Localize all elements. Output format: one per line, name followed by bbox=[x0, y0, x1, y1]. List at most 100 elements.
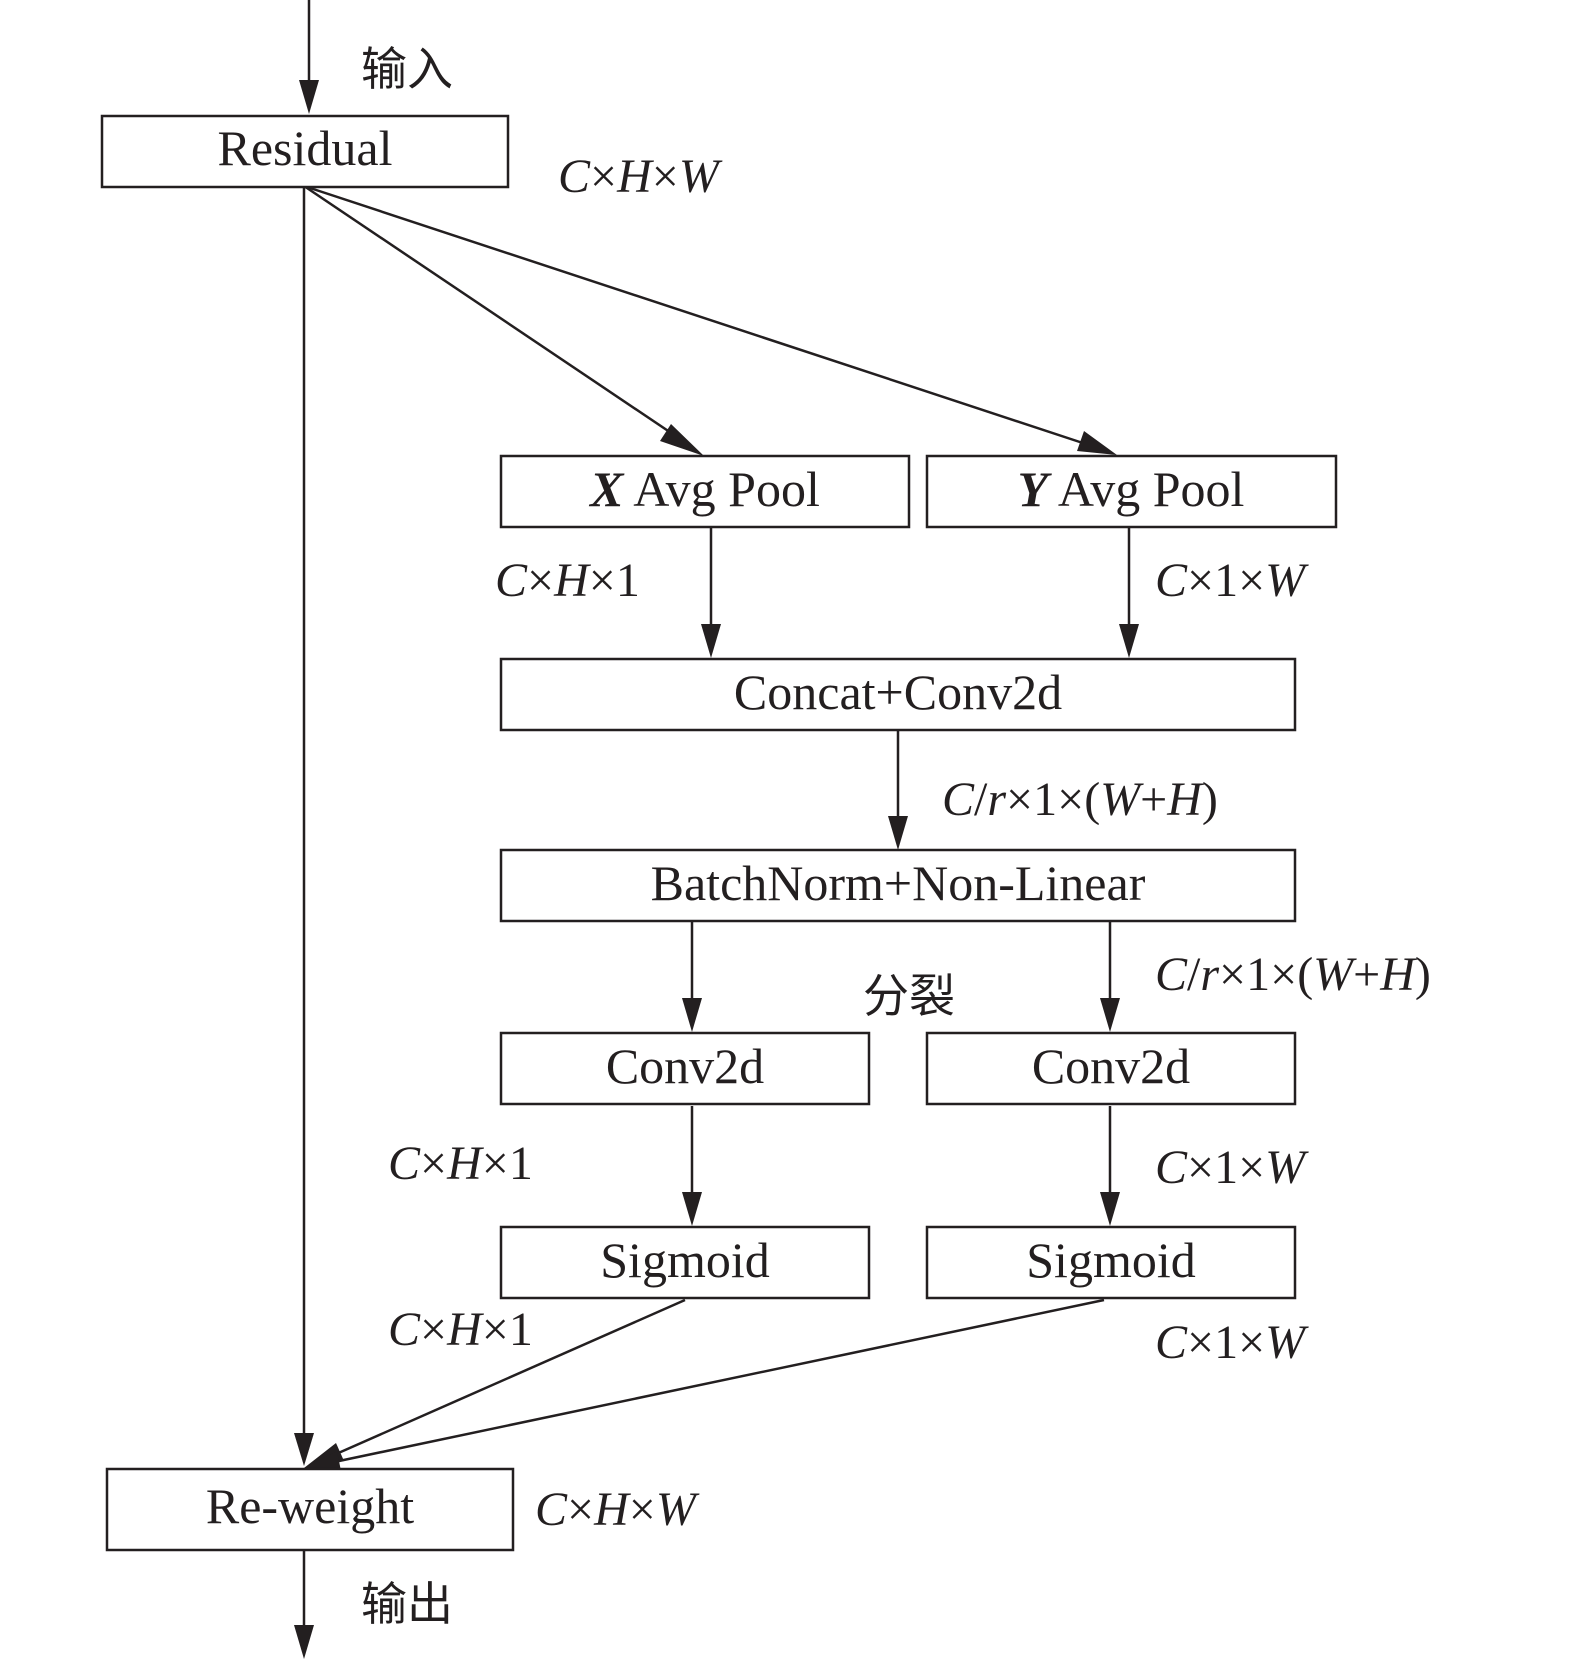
node-residual: Residual bbox=[100, 114, 510, 189]
dim-part: H bbox=[593, 1483, 631, 1536]
dim-part: × bbox=[527, 554, 554, 607]
dim-batchnorm-out: C/r×1×(W+H) bbox=[1155, 948, 1431, 1001]
dim-part: C bbox=[388, 1303, 421, 1356]
dim-part: ×1× bbox=[1187, 1141, 1265, 1194]
dim-part: ×1× bbox=[1187, 554, 1265, 607]
node-y-avg-pool-box bbox=[925, 454, 1338, 529]
input-label: 输入 bbox=[361, 42, 453, 96]
node-y-avg-pool: Y Avg Pool bbox=[925, 454, 1338, 529]
node-concat-conv2d-box bbox=[499, 657, 1297, 732]
arrowhead-ypool-concat bbox=[1119, 624, 1139, 658]
node-batchnorm: BatchNorm+Non-Linear bbox=[499, 848, 1297, 923]
node-y-avg-pool-axis: Y bbox=[1018, 461, 1053, 517]
arrowhead-ypool bbox=[1077, 431, 1117, 455]
dim-part: × bbox=[652, 150, 679, 203]
dim-part: C bbox=[495, 554, 528, 607]
node-concat-conv2d-label: Concat+Conv2d bbox=[734, 664, 1062, 720]
dim-part: × bbox=[567, 1483, 594, 1536]
dim-part: C bbox=[558, 150, 591, 203]
arrowhead-concat-batchnorm bbox=[888, 816, 908, 850]
node-x-avg-pool-box bbox=[499, 454, 911, 529]
dim-part: ) bbox=[1202, 773, 1218, 826]
dim-part: H bbox=[1166, 773, 1204, 826]
node-sigmoid-right: Sigmoid bbox=[925, 1225, 1297, 1300]
arrowhead-conv-sig-left bbox=[682, 1192, 702, 1226]
arrowhead-sig-right-reweight bbox=[304, 1451, 341, 1471]
dim-part: H bbox=[553, 554, 591, 607]
node-residual-label: Residual bbox=[218, 120, 393, 176]
arrowhead-xpool-concat bbox=[701, 624, 721, 658]
dim-part: ×1 bbox=[589, 554, 640, 607]
edge-residual-to-ypool bbox=[303, 184, 1099, 450]
dim-part: C bbox=[535, 1483, 568, 1536]
dim-part: H bbox=[616, 150, 654, 203]
node-conv2d-right: Conv2d bbox=[925, 1031, 1297, 1106]
split-label: 分裂 bbox=[863, 969, 955, 1023]
node-reweight: Re-weight bbox=[105, 1467, 515, 1552]
dim-part: W bbox=[1265, 554, 1309, 607]
dim-part: W bbox=[1313, 948, 1357, 1001]
dim-part: H bbox=[446, 1303, 484, 1356]
node-sigmoid-left: Sigmoid bbox=[499, 1225, 871, 1300]
dim-part: W bbox=[679, 150, 723, 203]
dim-concat-out: C/r×1×(W+H) bbox=[942, 773, 1218, 826]
dim-reweight-out: C×H×W bbox=[535, 1483, 700, 1536]
dim-sigmoid-left-out: C×H×1 bbox=[388, 1303, 533, 1356]
node-y-avg-pool-text: Avg Pool bbox=[1048, 461, 1244, 517]
dim-part: + bbox=[1353, 948, 1380, 1001]
output-label: 输出 bbox=[361, 1577, 453, 1631]
dim-part: r bbox=[1200, 948, 1219, 1001]
node-batchnorm-label: BatchNorm+Non-Linear bbox=[651, 855, 1146, 911]
dim-part: H bbox=[446, 1137, 484, 1190]
dim-part: H bbox=[1379, 948, 1417, 1001]
dim-part: C bbox=[1155, 948, 1188, 1001]
dim-part: C bbox=[388, 1137, 421, 1190]
node-conv2d-right-box bbox=[925, 1031, 1297, 1106]
dim-part: C bbox=[1155, 1316, 1188, 1369]
node-sigmoid-right-box bbox=[925, 1225, 1297, 1300]
dim-conv-right-out: C×1×W bbox=[1155, 1141, 1309, 1194]
dim-part: ×1 bbox=[482, 1137, 533, 1190]
dim-part: W bbox=[656, 1483, 700, 1536]
arrowhead-skip bbox=[294, 1433, 314, 1466]
dim-part: C bbox=[1155, 554, 1188, 607]
node-batchnorm-box bbox=[499, 848, 1297, 923]
node-sigmoid-left-box bbox=[499, 1225, 871, 1300]
node-residual-box bbox=[100, 114, 510, 189]
node-sigmoid-right-label: Sigmoid bbox=[1026, 1232, 1195, 1288]
dim-part: ×1×( bbox=[1006, 773, 1100, 826]
node-x-avg-pool-axis: X bbox=[588, 461, 625, 517]
dim-residual-out: C×H×W bbox=[558, 150, 723, 203]
dim-x-pool-out: C×H×1 bbox=[495, 554, 640, 607]
dim-part: W bbox=[1265, 1316, 1309, 1369]
node-concat-conv2d: Concat+Conv2d bbox=[499, 657, 1297, 732]
dim-sigmoid-right-out: C×1×W bbox=[1155, 1316, 1309, 1369]
dim-part: C bbox=[942, 773, 975, 826]
dim-part: / bbox=[1187, 948, 1201, 1001]
node-conv2d-right-label: Conv2d bbox=[1032, 1038, 1190, 1094]
node-conv2d-left-label: Conv2d bbox=[606, 1038, 764, 1094]
arrowhead-bn-conv-left bbox=[682, 998, 702, 1032]
node-conv2d-left-box bbox=[499, 1031, 871, 1106]
arrowhead-xpool bbox=[660, 424, 704, 456]
arrowhead-output bbox=[294, 1625, 314, 1659]
node-x-avg-pool-label: X Avg Pool bbox=[588, 461, 820, 517]
dim-part: ×1×( bbox=[1219, 948, 1313, 1001]
edge-sigmoid-right-to-reweight bbox=[319, 1298, 1105, 1467]
edge-residual-to-xpool bbox=[303, 184, 693, 449]
node-sigmoid-left-label: Sigmoid bbox=[600, 1232, 769, 1288]
dim-y-pool-out: C×1×W bbox=[1155, 554, 1309, 607]
dim-part: ×1 bbox=[482, 1303, 533, 1356]
edge-sigmoid-left-to-reweight bbox=[317, 1298, 686, 1464]
arrowhead-input bbox=[299, 80, 319, 114]
dim-part: × bbox=[420, 1137, 447, 1190]
dim-part: / bbox=[974, 773, 988, 826]
node-reweight-label: Re-weight bbox=[206, 1478, 414, 1534]
dim-part: ×1× bbox=[1187, 1316, 1265, 1369]
dim-part: r bbox=[987, 773, 1006, 826]
dim-part: × bbox=[420, 1303, 447, 1356]
dim-part: C bbox=[1155, 1141, 1188, 1194]
node-y-avg-pool-label: Y Avg Pool bbox=[1018, 461, 1245, 517]
edges bbox=[294, 0, 1139, 1659]
